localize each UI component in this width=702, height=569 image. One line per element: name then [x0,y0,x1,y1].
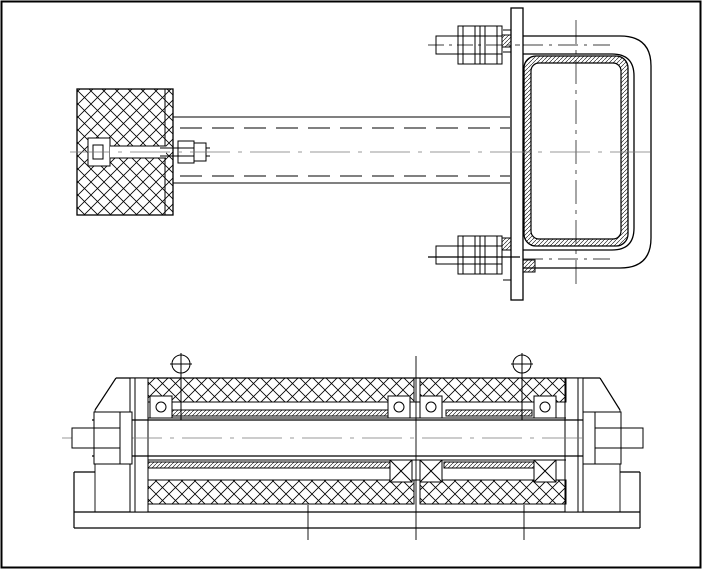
main-shaft [62,419,645,457]
threaded-rod [160,140,210,164]
top-view [70,7,652,301]
right-nut-assembly [582,411,644,465]
bearings [149,395,557,419]
upper-insulation [147,377,567,403]
shaft [173,116,510,184]
section-view [62,353,645,540]
left-nut-assembly [71,411,133,465]
lower-insulation [147,479,567,505]
section-centerlines [307,356,525,540]
spacer-blocks [389,459,557,483]
reference-circles [170,353,533,420]
rectangular-tube [523,20,629,290]
top-bolt-nuts [428,25,520,65]
end-walls [129,377,584,513]
inner-tubes [147,401,566,481]
mounting-plate [500,7,536,301]
bottom-bolt-nuts [428,235,520,275]
